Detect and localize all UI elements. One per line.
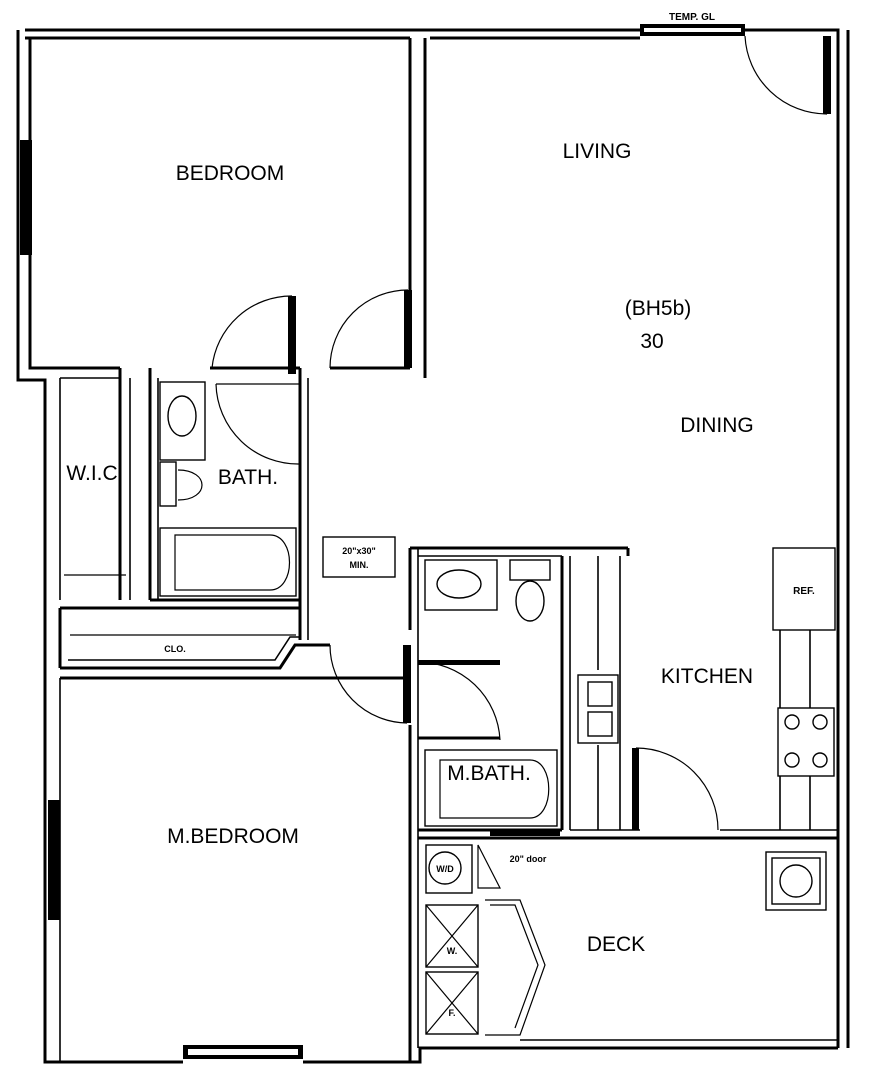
room-label-master-bath: M.BATH. <box>447 762 531 785</box>
refrigerator <box>772 547 836 631</box>
master-bath-door <box>418 660 500 665</box>
access-min-label: MIN. <box>350 560 369 570</box>
bath-sink <box>167 395 197 437</box>
master-bedroom-window <box>48 800 60 920</box>
water-heater-label: W. <box>447 946 458 956</box>
bath-toilet <box>177 469 203 501</box>
attic-access <box>322 536 396 578</box>
bath-inner-door-swing <box>215 383 301 465</box>
entry-door-swing <box>744 35 828 115</box>
bifold-door <box>485 899 546 1036</box>
unit-number: 30 <box>640 330 663 353</box>
room-label-dining: DINING <box>680 414 754 437</box>
interior-walls <box>58 38 838 1062</box>
deck-door-size-label: 20" door <box>510 854 547 864</box>
bath-toilet-tank <box>159 461 177 507</box>
washer-dryer-label: W/D <box>436 864 454 874</box>
room-label-deck: DECK <box>587 933 645 956</box>
access-size-label: 20"x30" <box>342 546 376 556</box>
master-bath-toilet-tank <box>509 559 551 581</box>
room-label-kitchen: KITCHEN <box>661 665 753 688</box>
deck-door <box>632 748 639 830</box>
windows <box>20 24 745 1059</box>
master-bedroom-door-swing <box>329 644 408 724</box>
room-label-living: LIVING <box>563 140 632 163</box>
bedroom-door-swing <box>329 289 409 369</box>
room-label-bedroom: BEDROOM <box>176 162 285 185</box>
furnace-label: F. <box>448 1008 455 1018</box>
labels: BEDROOM LIVING (BH5b) 30 DINING W.I.C BA… <box>66 12 815 1018</box>
master-bedroom-door <box>403 645 411 723</box>
room-label-wic: W.I.C <box>66 462 117 485</box>
doors <box>211 35 831 1036</box>
unit-code: (BH5b) <box>625 297 692 320</box>
master-bath-toilet <box>515 580 545 622</box>
master-bath-door-swing <box>417 661 501 741</box>
bath-door-swing <box>211 295 293 369</box>
temp-glass-label: TEMP. GL <box>669 12 715 23</box>
refrigerator-label: REF. <box>793 586 815 597</box>
room-label-master-bedroom: M.BEDROOM <box>167 825 299 848</box>
bath-tub <box>159 527 297 597</box>
deck-door-swing <box>635 747 719 831</box>
master-bath-sink <box>436 569 482 599</box>
closet-label: CLO. <box>164 644 186 654</box>
deck-door-frame <box>490 830 560 836</box>
room-label-bath: BATH. <box>218 466 278 489</box>
bedroom-window <box>20 140 32 255</box>
bedroom-door <box>404 290 412 368</box>
fixtures <box>64 381 836 1035</box>
entry-door <box>823 36 831 114</box>
master-bath-tub <box>424 749 558 827</box>
bath-door <box>288 296 296 374</box>
